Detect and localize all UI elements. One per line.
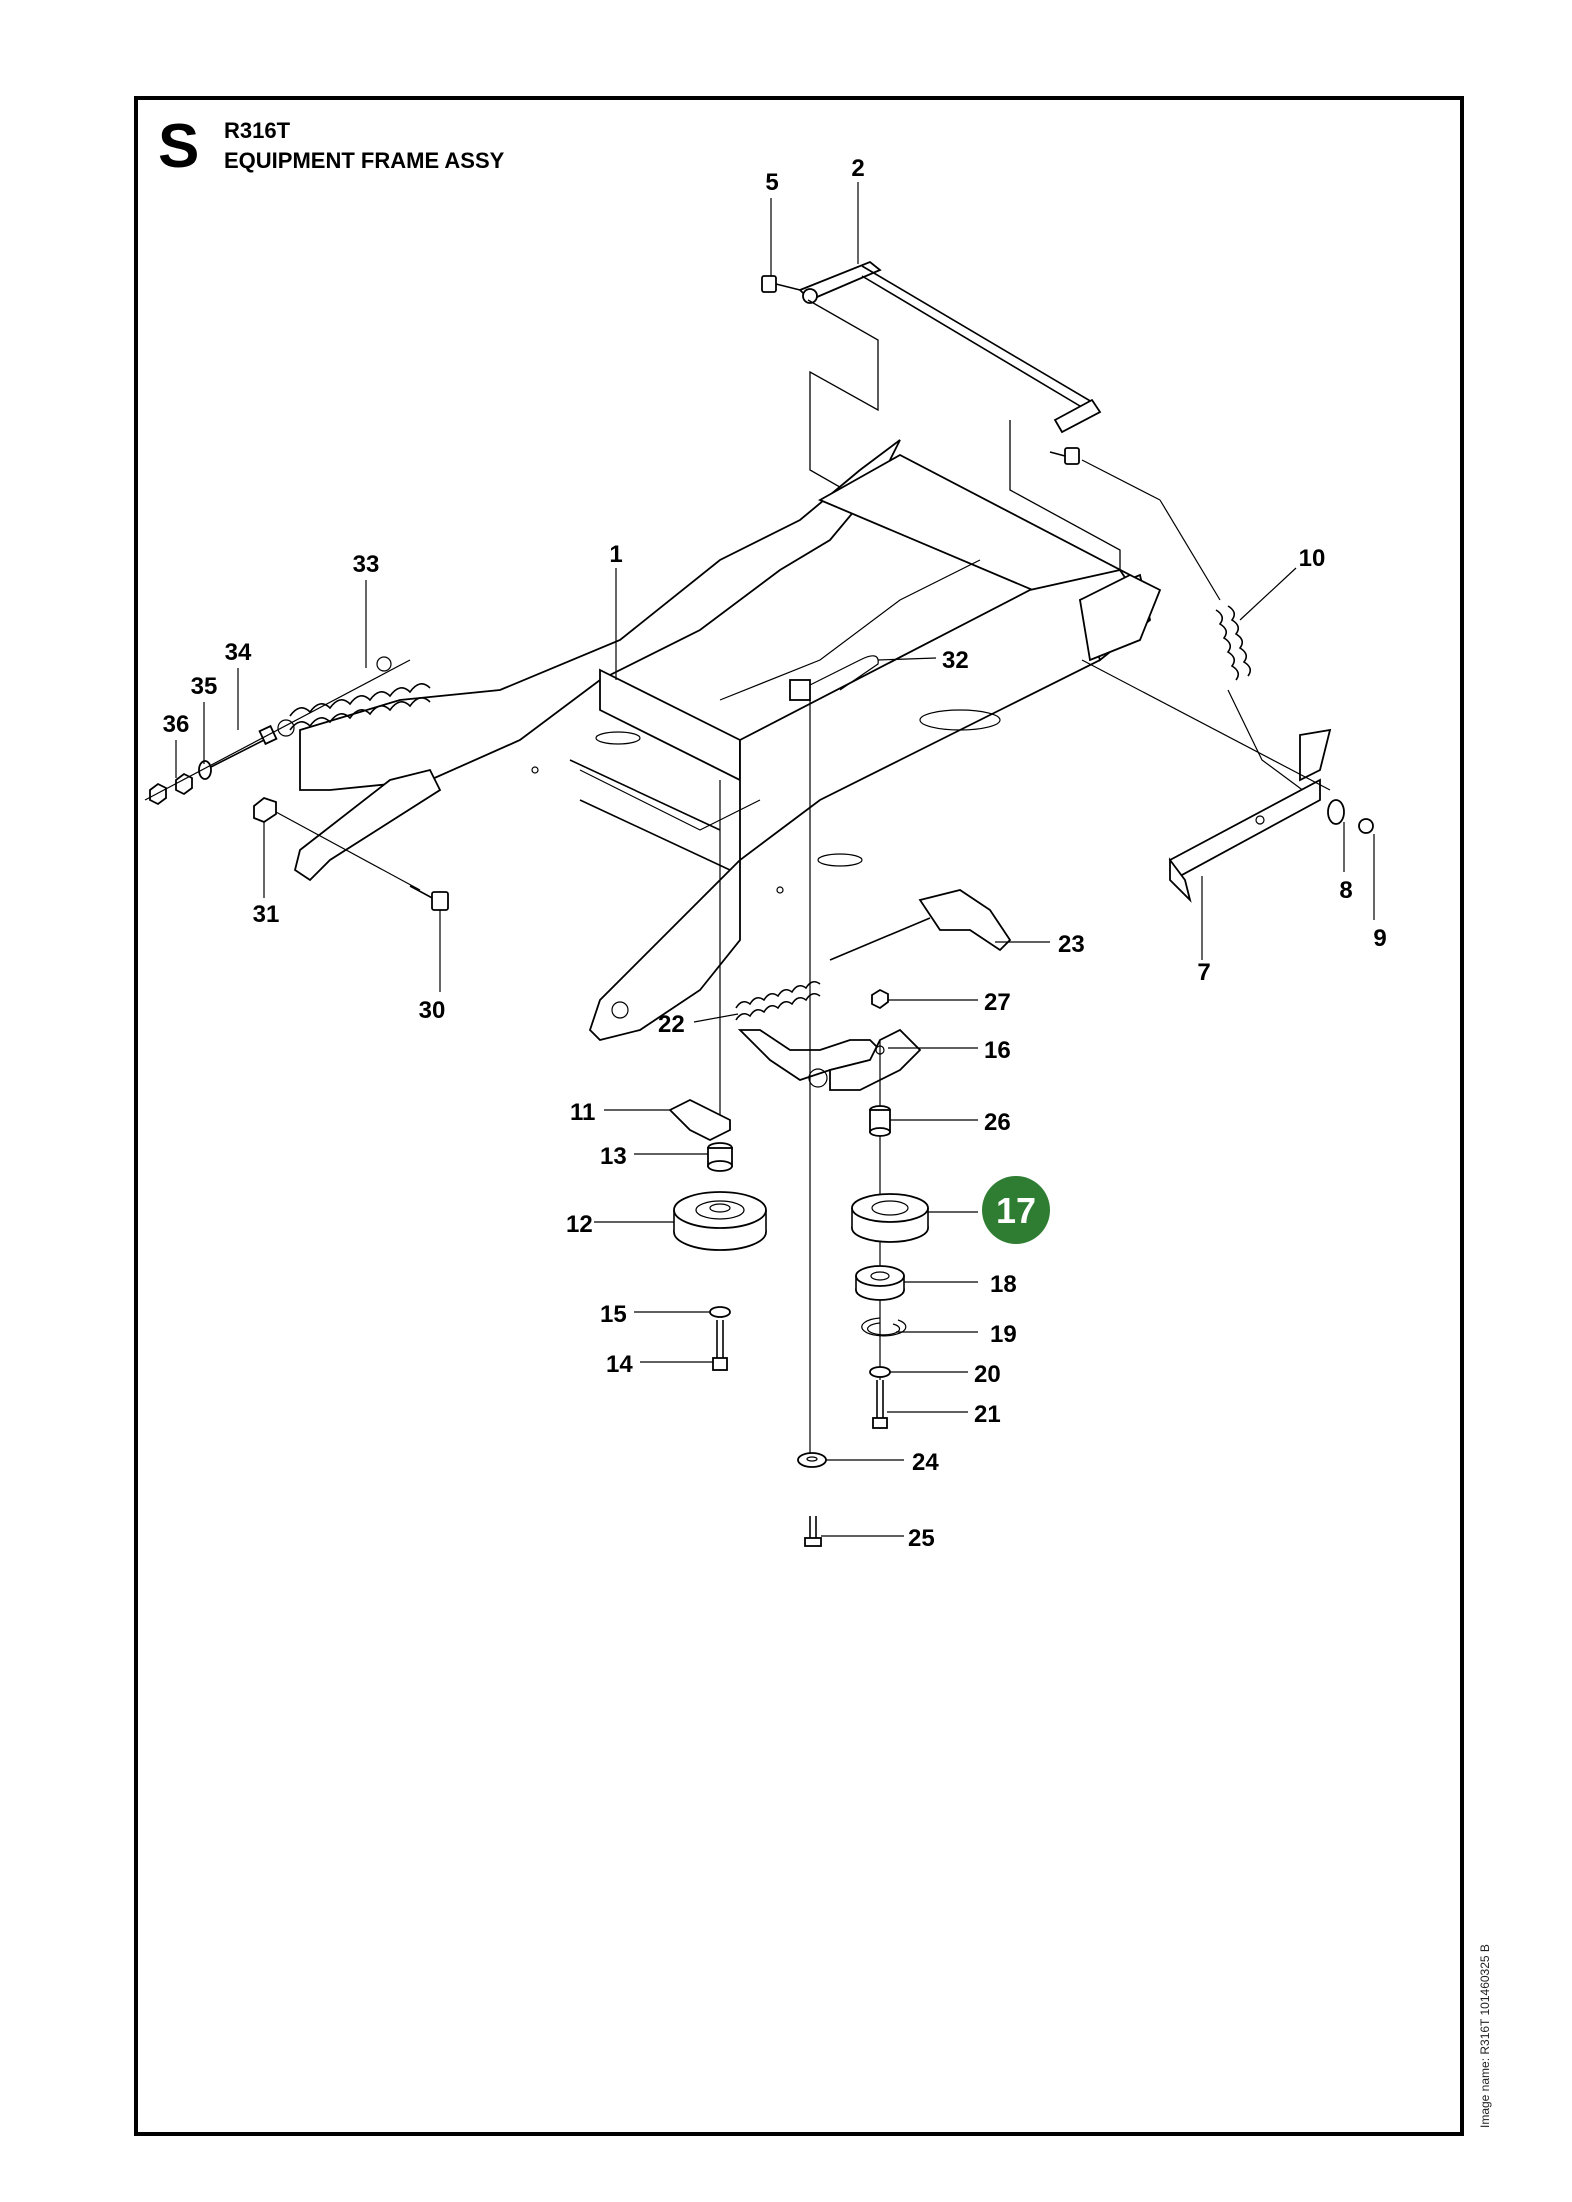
section-letter: S	[158, 112, 200, 181]
callout-35: 35	[191, 673, 218, 700]
part-8-washer[interactable]	[1327, 799, 1345, 825]
part-15-washer[interactable]	[709, 1306, 731, 1318]
part-30-bolt[interactable]	[409, 885, 449, 911]
part-14-bolt[interactable]	[712, 1320, 728, 1371]
callout-9: 9	[1373, 925, 1386, 952]
callout-1: 1	[609, 541, 622, 568]
callout-32: 32	[942, 647, 969, 674]
part-33-spring[interactable]	[277, 656, 431, 737]
diagram-frame	[134, 96, 1464, 2136]
frame-left-bracket	[293, 768, 442, 882]
part-13-spacer[interactable]	[707, 1142, 733, 1172]
part-23-cable-handle[interactable]	[829, 889, 1012, 961]
part-18-bearing[interactable]	[855, 1265, 905, 1301]
callout-13: 13	[600, 1143, 627, 1170]
callout-17: 17	[996, 1190, 1036, 1231]
callout-19: 19	[990, 1321, 1017, 1348]
part-1-equipment-frame[interactable]	[299, 439, 1152, 1041]
callout-16: 16	[984, 1037, 1011, 1064]
bolt-rod-end	[1049, 447, 1080, 465]
callout-25: 25	[908, 1525, 935, 1552]
callout-24: 24	[912, 1449, 939, 1476]
part-20-washer[interactable]	[869, 1366, 891, 1378]
callout-5: 5	[765, 169, 778, 196]
callouts: 5 2 1 33 34 35 36 31 30 32 10 8 9 7 23 2…	[163, 155, 1387, 1552]
callout-36: 36	[163, 711, 190, 738]
callout-23: 23	[1058, 931, 1085, 958]
callout-17-highlight[interactable]: 17	[982, 1176, 1050, 1244]
part-22-spring[interactable]	[735, 980, 821, 1021]
callout-27: 27	[984, 989, 1011, 1016]
callout-33: 33	[353, 551, 380, 578]
part-27-nut[interactable]	[871, 988, 889, 1010]
callout-20: 20	[974, 1361, 1001, 1388]
callout-21: 21	[974, 1401, 1001, 1428]
part-35-washer[interactable]	[198, 760, 212, 780]
part-16-idler-arm[interactable]	[737, 1028, 922, 1091]
highlight-badge	[982, 1176, 1050, 1244]
part-19-circlip[interactable]	[861, 1317, 907, 1337]
assembly-title: EQUIPMENT FRAME ASSY	[224, 148, 505, 173]
callout-30: 30	[419, 997, 446, 1024]
callout-15: 15	[600, 1301, 627, 1328]
callout-26: 26	[984, 1109, 1011, 1136]
part-26-spacer[interactable]	[869, 1105, 891, 1137]
callout-34: 34	[225, 639, 252, 666]
part-17-pulley[interactable]	[851, 1193, 929, 1243]
callout-7: 7	[1197, 959, 1210, 986]
part-10-spring[interactable]	[1215, 605, 1317, 801]
part-12-pulley[interactable]	[673, 1191, 767, 1251]
callout-14: 14	[606, 1351, 633, 1378]
callout-8: 8	[1339, 877, 1352, 904]
part-32-pin[interactable]	[789, 655, 879, 701]
part-11-bracket[interactable]	[668, 1098, 731, 1142]
callout-31: 31	[253, 901, 280, 928]
part-36-nuts[interactable]	[149, 772, 193, 806]
part-25-bolt[interactable]	[804, 1516, 822, 1547]
frame-right-arm	[1079, 573, 1162, 662]
part-2-linkage-rod[interactable]	[798, 260, 1102, 434]
part-21-bolt[interactable]	[872, 1380, 888, 1429]
callout-11: 11	[570, 1099, 595, 1126]
callout-18: 18	[990, 1271, 1017, 1298]
part-5-bolt[interactable]	[761, 275, 801, 293]
part-24-washer[interactable]	[797, 1452, 827, 1468]
part-7-lever[interactable]	[1168, 728, 1332, 903]
part-31-nut[interactable]	[253, 796, 277, 824]
leader-lines	[175, 182, 1375, 1537]
part-9-screw[interactable]	[1358, 818, 1374, 834]
model-name: R316T	[224, 118, 291, 143]
callout-2: 2	[851, 155, 864, 182]
part-34-bolt[interactable]	[204, 724, 278, 771]
callout-22: 22	[658, 1011, 685, 1038]
callout-10: 10	[1299, 545, 1326, 572]
callout-12: 12	[566, 1211, 593, 1238]
